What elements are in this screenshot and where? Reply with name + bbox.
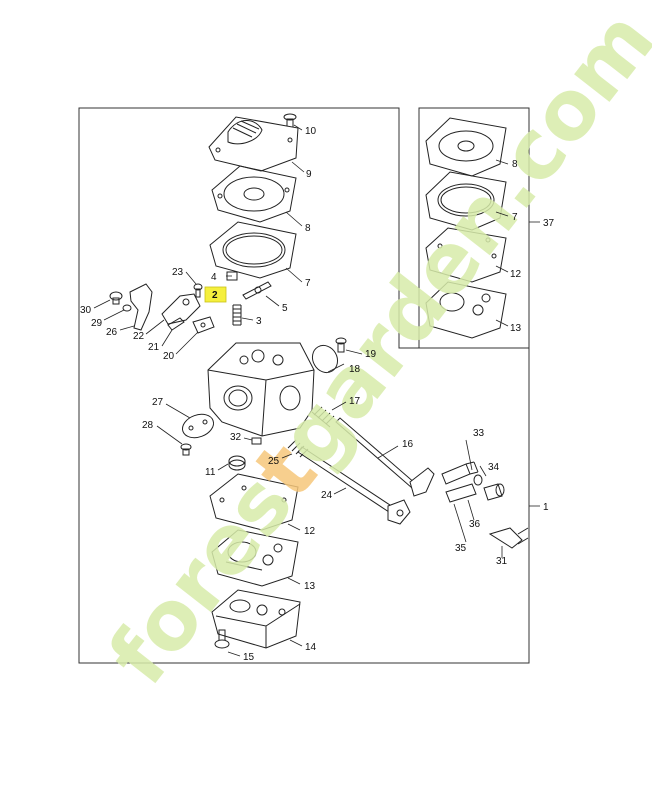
part-disc-18 [311, 344, 339, 374]
callout-19: 19 [365, 349, 377, 360]
part-kit-gasket-12 [425, 227, 507, 283]
callout-16: 16 [402, 439, 414, 450]
part-gasket-7 [209, 221, 297, 279]
highlight-box [204, 286, 227, 303]
callout-29: 29 [91, 318, 103, 329]
part-throttle-shaft-16 [335, 417, 435, 497]
callout-32: 32 [230, 432, 242, 443]
callout-21: 21 [148, 342, 160, 353]
callout-23: 23 [172, 267, 184, 278]
part-bushing-32 [251, 437, 262, 445]
callout-22: 22 [133, 331, 145, 342]
part-gasket-13-main [211, 529, 299, 587]
callout-36: 36 [469, 519, 481, 530]
callout-5: 5 [282, 303, 288, 314]
callout-35: 35 [455, 543, 467, 554]
part-screen-11 [228, 455, 246, 471]
callout-11: 11 [205, 467, 216, 478]
callout-24: 24 [321, 490, 333, 501]
part-screw-23 [193, 283, 203, 298]
callout-labels: 10 9 8 7 5 3 4 23 30 29 26 22 21 20 19 1… [80, 126, 555, 663]
part-lever-22 [161, 293, 201, 325]
callout-17: 17 [349, 396, 361, 407]
callout-13: 13 [304, 581, 316, 592]
leader-lines [93, 124, 540, 657]
callout-8: 8 [305, 223, 311, 234]
callout-28: 28 [142, 420, 154, 431]
callout-7: 7 [305, 278, 311, 289]
callout-30: 30 [80, 305, 92, 316]
part-diaphragm-8 [211, 165, 297, 223]
part-washer-29 [122, 304, 132, 312]
callout-18: 18 [349, 364, 361, 375]
callout-10: 10 [305, 126, 317, 137]
part-cap-36 [483, 483, 505, 501]
callout-kit-7: 7 [512, 212, 518, 223]
part-carburetor-body [207, 342, 315, 437]
part-base-14 [211, 589, 301, 649]
callout-37: 37 [543, 218, 555, 229]
callout-3: 3 [256, 316, 262, 327]
callout-33: 33 [473, 428, 485, 439]
part-needle-33 [441, 461, 479, 485]
part-spring-3 [232, 304, 242, 326]
part-screw-30 [109, 291, 123, 305]
kit-frame [418, 107, 530, 349]
callout-31: 31 [496, 556, 508, 567]
highlight-callout-2: 2 [204, 286, 227, 303]
part-plate-20 [192, 316, 215, 334]
callout-kit-13: 13 [510, 323, 522, 334]
callout-1: 1 [543, 502, 549, 513]
callout-12: 12 [304, 526, 316, 537]
part-kit-diaphragm-8 [425, 117, 507, 177]
part-spring-25 [287, 439, 309, 458]
callout-kit-8: 8 [512, 159, 518, 170]
part-kit-gasket-13 [425, 281, 507, 339]
part-screw-19 [335, 337, 347, 353]
part-sleeve-34 [473, 474, 483, 486]
callout-9: 9 [306, 169, 312, 180]
part-needle-35 [445, 483, 477, 503]
callout-26: 26 [106, 327, 118, 338]
callout-kit-12: 12 [510, 269, 522, 280]
callout-34: 34 [488, 462, 500, 473]
callout-27: 27 [152, 397, 164, 408]
part-spring-17 [311, 406, 335, 428]
callout-14: 14 [305, 642, 317, 653]
watermark: forestgarden.com [91, 0, 652, 702]
part-plate-27 [182, 413, 214, 439]
callout-25: 25 [268, 456, 280, 467]
highlight-label: 2 [212, 290, 218, 301]
part-clip-21 [167, 317, 185, 331]
callout-4: 4 [211, 272, 217, 283]
callout-15: 15 [243, 652, 255, 663]
part-gasket-12-main [209, 473, 299, 531]
part-screw-10 [283, 113, 297, 132]
part-choke-shaft-24 [297, 446, 411, 525]
watermark-text: forestgarden.com [91, 0, 652, 702]
callout-20: 20 [163, 351, 175, 362]
part-screw-28 [180, 443, 192, 456]
part-lever-26 [129, 283, 153, 331]
part-kit-gasket-7 [425, 171, 507, 231]
part-screw-15 [214, 629, 230, 649]
part-cover-9 [208, 116, 299, 172]
part-lever-5 [242, 281, 272, 300]
part-tool-31 [488, 527, 529, 549]
